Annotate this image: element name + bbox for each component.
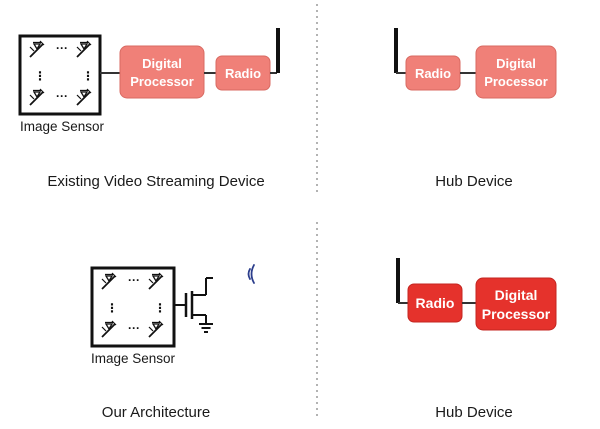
wireless-signal-icon (247, 264, 255, 284)
caption-our-architecture: Our Architecture (102, 404, 210, 421)
digital-processor-label-line1: Digital (495, 287, 538, 303)
panel-existing-device: ··· ··· ⋮ ⋮ Image Sensor Digital Process… (18, 28, 280, 190)
antenna-icon (270, 28, 280, 74)
antenna-icon (396, 258, 408, 304)
caption-existing-device: Existing Video Streaming Device (47, 173, 264, 190)
image-sensor-label: Image Sensor (91, 351, 176, 366)
digital-processor-block (475, 45, 557, 99)
ellipsis-horizontal-icon: ··· (56, 89, 68, 103)
antenna-icon (394, 28, 406, 74)
panel-hub-top: Radio Digital Processor Hub Device (394, 28, 557, 190)
radio-label: Radio (415, 66, 451, 81)
image-sensor-ours: ··· ··· ⋮ ⋮ (90, 266, 176, 348)
digital-processor-block (475, 277, 557, 331)
ellipsis-horizontal-icon: ··· (56, 41, 68, 55)
transistor-switch-icon (174, 277, 213, 333)
digital-processor-label-line2: Processor (482, 306, 551, 322)
panel-our-architecture: ··· ··· ⋮ ⋮ Image Sensor Our Architectur… (90, 264, 255, 421)
digital-processor-label-line1: Digital (142, 56, 182, 71)
image-sensor-label: Image Sensor (20, 119, 105, 134)
digital-processor-label-line2: Processor (484, 74, 548, 89)
digital-processor-block (119, 45, 205, 99)
digital-processor-label-line1: Digital (496, 56, 536, 71)
radio-label: Radio (225, 66, 261, 81)
image-sensor-existing: ··· ··· ⋮ ⋮ (18, 34, 102, 116)
ellipsis-vertical-icon: ⋮ (154, 301, 166, 315)
panel-hub-bottom: Radio Digital Processor Hub Device (396, 258, 557, 421)
ellipsis-vertical-icon: ⋮ (82, 69, 94, 83)
digital-processor-label-line2: Processor (130, 74, 194, 89)
ellipsis-vertical-icon: ⋮ (34, 69, 46, 83)
radio-label: Radio (416, 295, 455, 311)
ellipsis-vertical-icon: ⋮ (106, 301, 118, 315)
caption-hub-bottom: Hub Device (435, 404, 513, 421)
ellipsis-horizontal-icon: ··· (128, 321, 140, 335)
image-sensor-frame (18, 34, 102, 116)
caption-hub-top: Hub Device (435, 173, 513, 190)
ellipsis-horizontal-icon: ··· (128, 273, 140, 287)
